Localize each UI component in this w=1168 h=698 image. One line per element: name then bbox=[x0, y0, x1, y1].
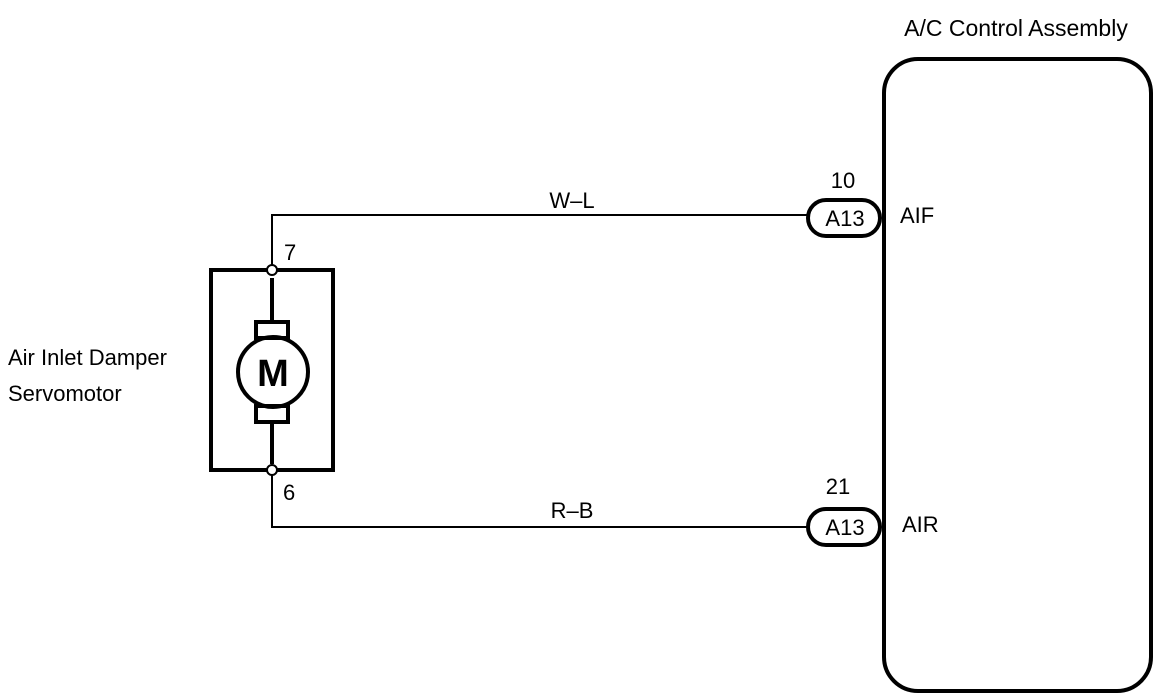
wire-w-l bbox=[271, 214, 808, 270]
terminal-air: AIR bbox=[902, 512, 939, 537]
connector-pin-21: 21 bbox=[826, 474, 850, 499]
motor-pin-7-terminal bbox=[266, 264, 278, 276]
servomotor-label-line2: Servomotor bbox=[8, 381, 122, 406]
motor-pin-7: 7 bbox=[284, 240, 296, 265]
connector-a13-bottom bbox=[806, 507, 882, 547]
connector-pin-10: 10 bbox=[831, 168, 855, 193]
motor-icon bbox=[236, 335, 310, 409]
assembly-title: A/C Control Assembly bbox=[904, 15, 1128, 41]
ac-control-assembly-box bbox=[882, 57, 1153, 693]
connector-a13-top-label: A13 bbox=[825, 206, 864, 231]
motor-symbol: M bbox=[257, 353, 289, 395]
wire-r-b bbox=[271, 470, 808, 528]
connector-a13-top bbox=[806, 198, 882, 238]
motor-pin-6-terminal bbox=[266, 464, 278, 476]
wire-color-w-l: W–L bbox=[549, 188, 594, 213]
terminal-aif: AIF bbox=[900, 203, 934, 228]
servomotor-label-line1: Air Inlet Damper bbox=[8, 345, 167, 370]
wire-color-r-b: R–B bbox=[551, 498, 594, 523]
motor-pin-6: 6 bbox=[283, 480, 295, 505]
connector-a13-bottom-label: A13 bbox=[825, 515, 864, 540]
